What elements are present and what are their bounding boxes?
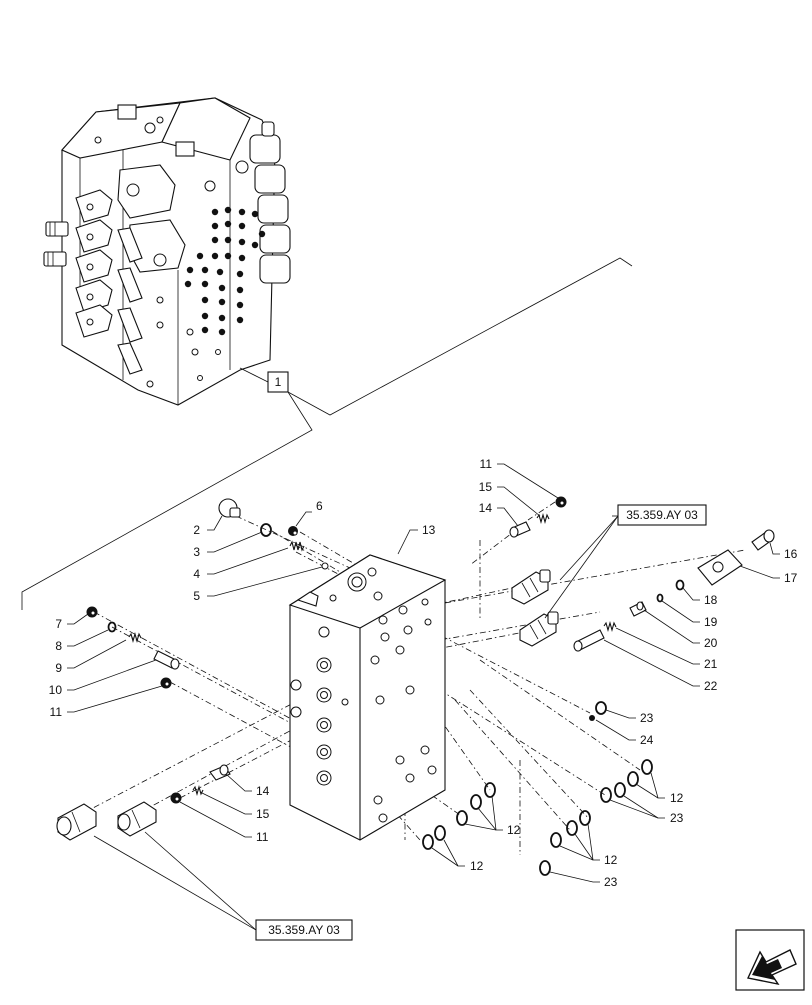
label-14-bottom: 14	[256, 784, 270, 798]
part-2-plug	[218, 498, 241, 518]
label-14-top: 14	[479, 501, 493, 515]
control-valve-assembly	[43, 97, 291, 406]
label-16: 16	[784, 547, 798, 561]
label-9: 9	[55, 661, 62, 675]
part-11-plug-bottom	[170, 792, 182, 804]
label-6: 6	[316, 499, 323, 513]
part-11-plug-top	[555, 496, 567, 508]
part-5-ball	[321, 562, 329, 570]
solenoid-valve-bottom-left-2	[117, 801, 157, 837]
label-17: 17	[784, 571, 798, 585]
part-19-seal	[656, 593, 664, 603]
callout-1-box	[267, 371, 289, 393]
part-8-seal	[107, 621, 117, 633]
label-19: 19	[704, 615, 718, 629]
part-6-plug	[288, 526, 298, 536]
arrow-back-icon[interactable]	[735, 929, 805, 991]
callout-labels: 2 3 4 5 6 7 8 9 10 11 11 15 14 13 16 17 …	[49, 457, 798, 889]
label-12-right: 12	[670, 791, 684, 805]
label-15-top: 15	[479, 480, 493, 494]
label-10: 10	[49, 683, 63, 697]
part-20-sleeve	[629, 601, 647, 617]
label-11-top: 11	[480, 457, 493, 471]
label-24: 24	[640, 733, 654, 747]
part-14-piston-bottom	[209, 764, 231, 781]
label-12-center: 12	[507, 823, 521, 837]
label-11-left: 11	[50, 705, 63, 719]
callout-1-group: 1	[21, 257, 633, 610]
reference-box-top[interactable]: 35.359.AY 03	[617, 504, 707, 526]
callout-leaders	[67, 463, 780, 931]
reference-bottom-label: 35.359.AY 03	[268, 923, 340, 937]
part-16-bolt	[751, 529, 775, 551]
label-15-bottom: 15	[256, 807, 270, 821]
part-14-piston-top	[509, 521, 531, 538]
label-18: 18	[704, 593, 718, 607]
label-20: 20	[704, 636, 718, 650]
label-21: 21	[704, 657, 718, 671]
part-18-oring	[675, 579, 685, 591]
part-15-spring-top	[536, 512, 550, 525]
label-7: 7	[55, 617, 62, 631]
label-23-bottom: 23	[604, 875, 618, 889]
part-7-plug	[86, 606, 98, 618]
centerlines	[69, 501, 746, 855]
solenoid-valve-upper-right	[511, 569, 551, 605]
label-12-lower-right: 12	[604, 853, 618, 867]
callout-1-label: 1	[275, 375, 282, 389]
label-22: 22	[704, 679, 718, 693]
valve-block-13	[288, 554, 447, 841]
label-12-bottom: 12	[470, 859, 484, 873]
label-5: 5	[193, 589, 200, 603]
label-4: 4	[193, 567, 200, 581]
part-4-spring	[289, 540, 305, 552]
part-11-plug-left	[160, 677, 172, 689]
label-3: 3	[193, 545, 200, 559]
reference-box-bottom[interactable]: 35.359.AY 03	[255, 919, 353, 941]
part-22-piston	[573, 629, 605, 652]
part-9-spring	[128, 631, 142, 644]
label-23-upper: 23	[640, 711, 654, 725]
part-3-washer	[260, 523, 272, 537]
reference-top-label: 35.359.AY 03	[626, 508, 698, 522]
solenoid-valve-lower-right	[519, 611, 559, 647]
part-24-ball	[589, 715, 595, 721]
oring-23-upper	[595, 701, 607, 715]
label-8: 8	[55, 639, 62, 653]
label-13: 13	[422, 523, 436, 537]
part-15-spring-bottom	[192, 784, 204, 797]
bolt-grid	[184, 206, 266, 336]
label-11-bottom: 11	[256, 830, 269, 844]
part-17-flange	[697, 549, 743, 586]
orings	[422, 701, 653, 876]
solenoid-valve-bottom-left-1	[56, 803, 97, 841]
part-21-spring	[603, 620, 617, 633]
label-23-right: 23	[670, 811, 684, 825]
label-2: 2	[193, 523, 200, 537]
part-10-piston	[153, 650, 180, 670]
